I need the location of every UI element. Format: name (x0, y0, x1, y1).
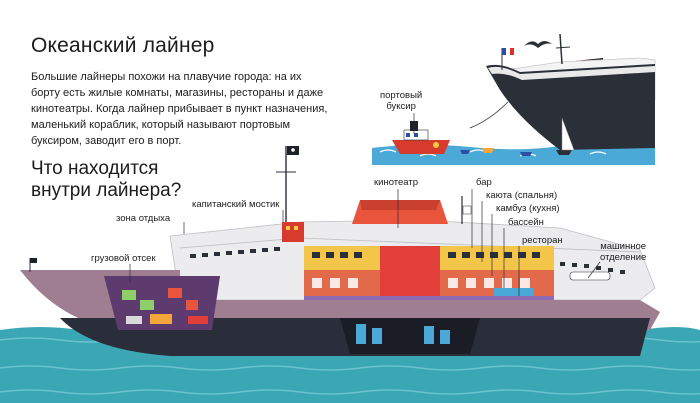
subtitle-line-1: Что находится (31, 158, 159, 179)
label-cargo-hold: грузовой отсек (91, 253, 156, 264)
label-engine-room: машинное отделение (600, 241, 647, 263)
pirate-flag-icon (287, 146, 299, 155)
section-subtitle: Что находится внутри лайнера? (31, 158, 181, 202)
label-bar: бар (476, 177, 492, 188)
label-cabin: каюта (спальня) (486, 190, 558, 201)
seagull-icon (524, 41, 552, 48)
portholes (190, 247, 625, 274)
cutaway-ship (20, 146, 660, 356)
label-cinema: кинотеатр (374, 177, 419, 188)
label-pool: бассейн (508, 217, 544, 228)
port-scene (372, 33, 656, 165)
french-flag-icon (501, 48, 514, 70)
label-galley: камбуз (кухня) (496, 203, 560, 214)
subtitle-line-2: внутри лайнера? (31, 180, 182, 201)
label-restaurant: ресторан (522, 235, 563, 246)
intro-paragraph: Большие лайнеры похожи на плавучие город… (31, 71, 328, 147)
leader-lines (129, 113, 601, 296)
label-tug-boat: портовый буксир (380, 90, 423, 112)
label-rest-area: зона отдыха (116, 213, 171, 224)
page-title: Океанский лайнер (31, 34, 215, 57)
label-bridge: капитанский мостик (192, 199, 280, 210)
